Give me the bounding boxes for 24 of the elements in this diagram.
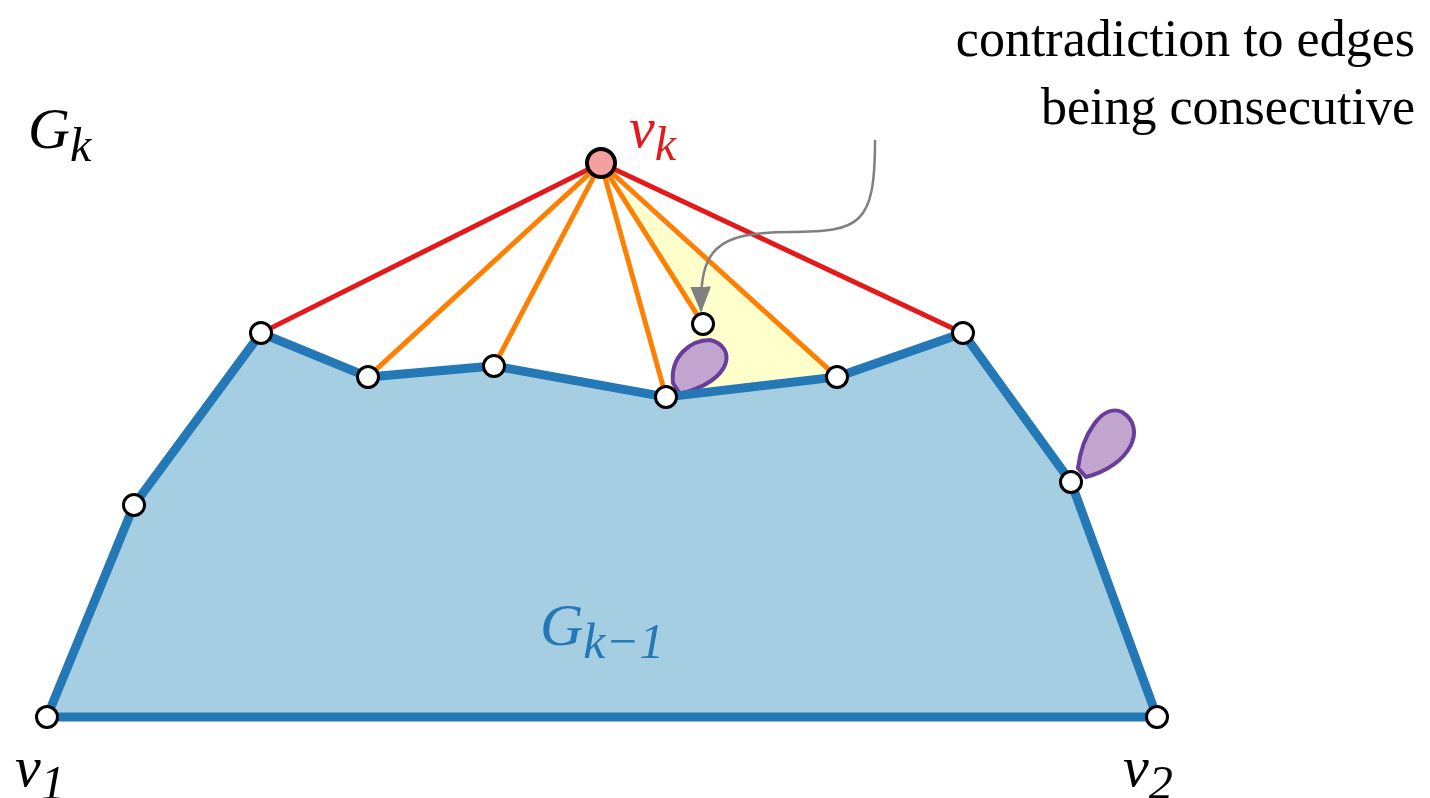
graph-edge — [497, 174, 597, 358]
graph-edge — [965, 338, 1069, 477]
graph-edge — [47, 511, 134, 711]
petal-shape — [1076, 408, 1136, 479]
vertex-circle — [951, 321, 975, 345]
graph-edge — [602, 175, 666, 388]
vertex-circle — [482, 354, 506, 378]
leader-line — [690, 139, 877, 313]
graph-edge — [374, 171, 592, 372]
graph-label: G$_{k}$ — [28, 100, 92, 169]
vertex-circle — [122, 493, 146, 517]
graph-edge — [269, 167, 590, 331]
graph-edge — [613, 167, 955, 331]
vertex-label: v$_{2}$ — [1123, 738, 1173, 798]
graph-edge — [610, 171, 831, 372]
vertex-label: v$_{k}$ — [629, 99, 677, 168]
vertex-circle — [691, 312, 715, 336]
graph-edge — [136, 338, 259, 500]
graph-edge — [607, 174, 700, 317]
region-label: G$_{k−1}$ — [540, 595, 665, 666]
graph-edge — [267, 333, 362, 377]
annotation-text: contradiction to edges being consecutive — [860, 5, 1415, 141]
vertex-label: v$_{1}$ — [15, 738, 65, 798]
vertex-circle — [249, 321, 273, 345]
